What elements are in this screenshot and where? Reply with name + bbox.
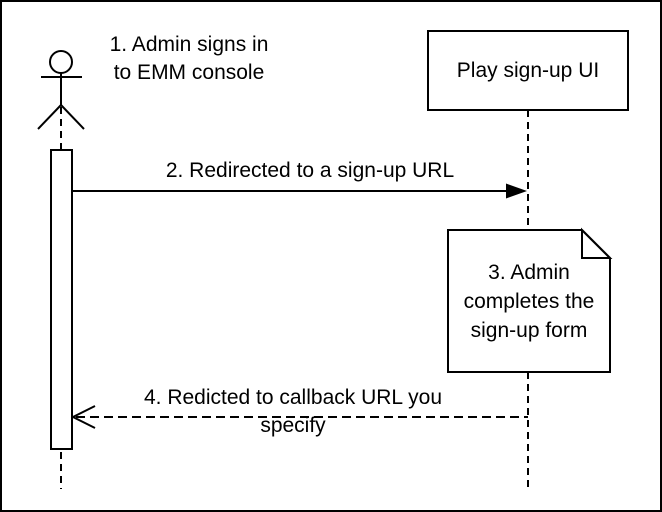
- message-arrow-redirect-signup: [72, 183, 527, 199]
- admin-actor-icon: [37, 50, 85, 130]
- actor-head: [49, 50, 73, 74]
- note-fold-icon: [581, 227, 613, 259]
- participant-box-play-signup-ui: [427, 30, 629, 111]
- message-2-arrowhead-icon: [506, 183, 527, 199]
- message-4-open-arrowhead-icon: [70, 405, 96, 429]
- note-shape: [447, 227, 613, 373]
- actor-leg-right: [60, 104, 85, 130]
- admin-activation-bar: [50, 149, 73, 450]
- actor-leg-left: [37, 104, 62, 130]
- message-arrow-redirect-callback: [70, 405, 528, 429]
- note-body: [447, 229, 611, 373]
